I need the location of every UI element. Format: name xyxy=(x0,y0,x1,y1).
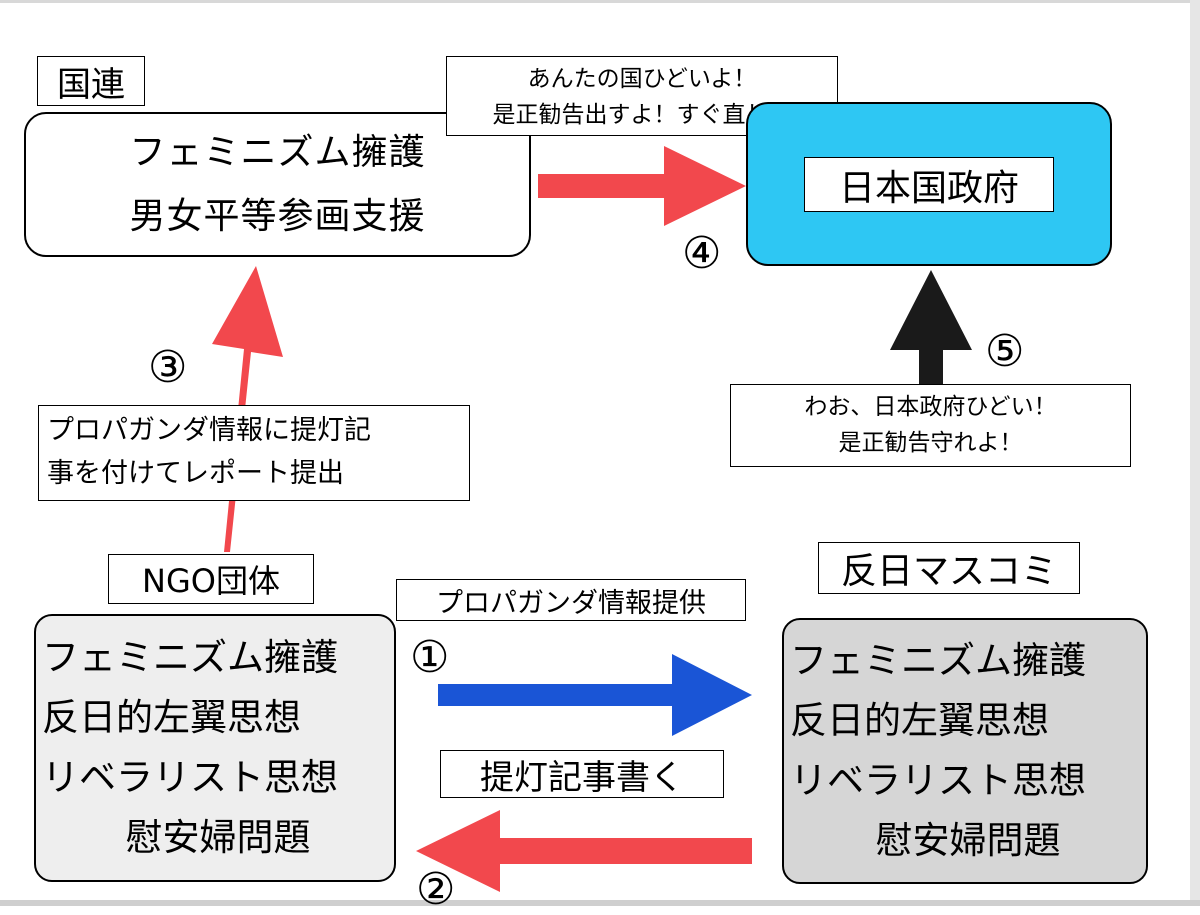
un-label: 国連 xyxy=(37,56,145,106)
ngo-label: NGO団体 xyxy=(108,554,314,604)
gov-label: 日本国政府 xyxy=(804,157,1054,212)
speech-gov-line-2: 是正勧告守れよ！ xyxy=(838,430,1023,456)
step-2-number: ② xyxy=(416,864,456,915)
ngo-line-1: フェミニズム擁護 xyxy=(42,636,338,679)
step-4-number: ④ xyxy=(682,228,722,279)
speech-un-line-2: 是正勧告出すよ！すぐ直し！ xyxy=(492,102,792,128)
media-line-4: 慰安婦問題 xyxy=(875,819,1061,862)
arrow-ngo-to-media xyxy=(438,654,752,736)
un-box: フェミニズム擁護 男女平等参画支援 xyxy=(24,112,531,257)
media-label: 反日マスコミ xyxy=(818,542,1080,594)
frame-bottom-border xyxy=(0,900,1200,906)
arrow-to-gov-black xyxy=(890,270,972,384)
un-line-1: フェミニズム擁護 xyxy=(129,131,426,173)
speech-to-gov: わお、日本政府ひどい！ 是正勧告守れよ！ xyxy=(730,384,1131,467)
speech-gov-line-1: わお、日本政府ひどい！ xyxy=(804,394,1057,420)
ngo-report-line-1: プロパガンダ情報に提灯記 xyxy=(47,415,371,446)
ngo-line-2: 反日的左翼思想 xyxy=(42,696,301,739)
speech-un-line-1: あんたの国ひどいよ！ xyxy=(527,66,757,92)
ngo-report-line-2: 事を付けてレポート提出 xyxy=(47,458,344,489)
media-line-2: 反日的左翼思想 xyxy=(790,699,1049,742)
article-label: 提灯記事書く xyxy=(440,750,724,798)
frame-top-border xyxy=(0,0,1200,3)
ngo-line-4: 慰安婦問題 xyxy=(125,816,311,859)
arrow-un-to-gov xyxy=(538,146,746,226)
ngo-line-3: リベラリスト思想 xyxy=(42,756,338,799)
arrow-media-to-ngo xyxy=(416,810,752,892)
step-3-number: ③ xyxy=(148,342,188,393)
speech-un-to-gov: あんたの国ひどいよ！ 是正勧告出すよ！すぐ直し！ xyxy=(446,56,838,136)
step-5-number: ⑤ xyxy=(985,326,1025,377)
un-line-2: 男女平等参画支援 xyxy=(129,195,426,237)
frame-right-border xyxy=(1190,0,1200,906)
ngo-box: フェミニズム擁護 反日的左翼思想 リベラリスト思想 慰安婦問題 xyxy=(34,614,396,882)
step-1-number: ① xyxy=(410,632,450,683)
propaganda-label: プロパガンダ情報提供 xyxy=(396,579,746,621)
media-line-1: フェミニズム擁護 xyxy=(790,639,1086,682)
media-box: フェミニズム擁護 反日的左翼思想 リベラリスト思想 慰安婦問題 xyxy=(782,618,1148,884)
media-line-3: リベラリスト思想 xyxy=(790,759,1086,802)
ngo-report-note: プロパガンダ情報に提灯記 事を付けてレポート提出 xyxy=(38,405,470,501)
